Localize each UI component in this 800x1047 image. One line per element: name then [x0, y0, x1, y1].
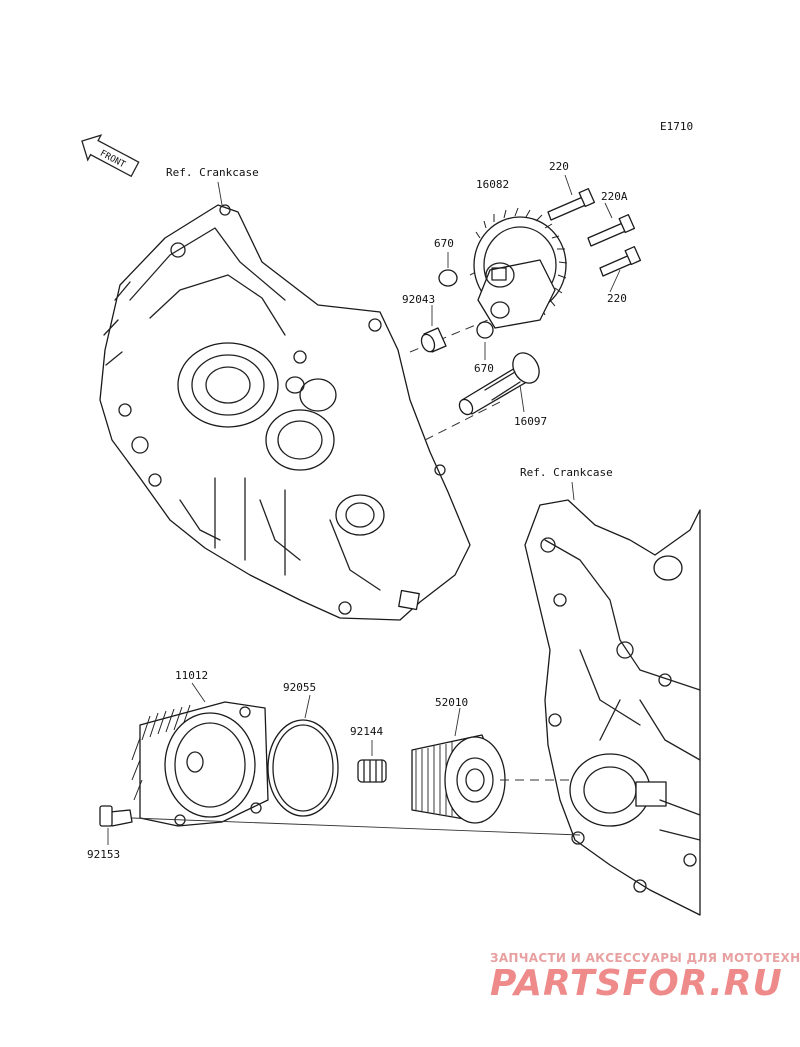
collar-92043-drawing: [420, 327, 447, 353]
crankcase-right-drawing: [524, 499, 701, 916]
bolt-220A-drawing: [587, 214, 636, 247]
o-ring-92055-drawing: [267, 719, 339, 817]
bolt-92153-drawing: [99, 805, 133, 827]
bolt-220-bottom-drawing: [599, 246, 642, 277]
part-label-92055: 92055: [283, 681, 316, 694]
part-label-16082: 16082: [476, 178, 509, 191]
part-label-92153: 92153: [87, 848, 120, 861]
oil-filter-52010-drawing: [411, 734, 506, 824]
o-ring-670-bottom-drawing: [476, 321, 494, 339]
front-arrow-icon: FRONT: [81, 134, 140, 178]
part-label-220-top: 220: [549, 160, 569, 173]
watermark-tagline: ЗАПЧАСТИ И АКСЕССУАРЫ ДЛЯ МОТОТЕХНИКИ: [490, 951, 800, 965]
ref-crankcase-left: Ref. Crankcase: [166, 166, 259, 179]
part-label-670-bottom: 670: [474, 362, 494, 375]
part-label-220-bottom: 220: [607, 292, 627, 305]
part-label-220A: 220A: [601, 190, 628, 203]
shaft-16097-drawing: [458, 352, 540, 416]
oil-pump-gear-drawing: [473, 207, 568, 329]
part-label-670-top: 670: [434, 237, 454, 250]
bolt-220-top-drawing: [547, 188, 596, 221]
o-ring-670-top-drawing: [438, 269, 458, 287]
diagram-code: E1710: [660, 120, 693, 133]
spring-92144-drawing: [357, 759, 387, 783]
part-label-16097: 16097: [514, 415, 547, 428]
ref-crankcase-right: Ref. Crankcase: [520, 466, 613, 479]
part-label-92043: 92043: [402, 293, 435, 306]
watermark-logo: PARTSFOR.RU: [490, 963, 783, 1004]
part-label-52010: 52010: [435, 696, 468, 709]
part-label-92144: 92144: [350, 725, 383, 738]
part-label-11012: 11012: [175, 669, 208, 682]
crankcase-left-drawing: [99, 204, 471, 621]
oil-filter-cover-drawing: [131, 701, 269, 827]
